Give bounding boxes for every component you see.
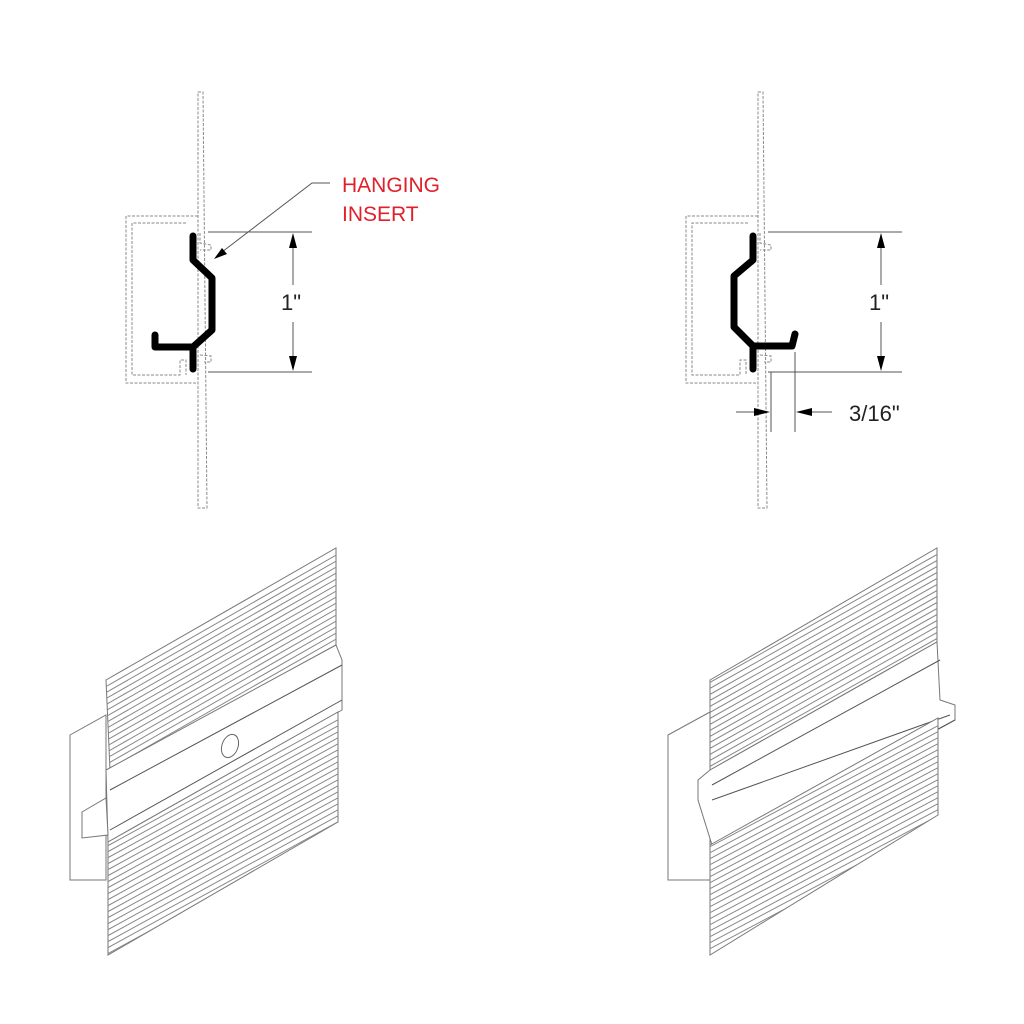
left-dim-height-label: 1" (281, 290, 301, 315)
left-iso-top-ribs (106, 549, 336, 770)
right-dimension-1in (768, 231, 902, 373)
left-section-profile (125, 91, 212, 509)
right-section-profile (685, 91, 772, 509)
right-dim-height-label: 1" (869, 290, 889, 315)
callout-hanging: HANGING (342, 174, 440, 197)
right-iso-bottom-ribs (710, 721, 938, 955)
right-isometric-view (667, 547, 956, 956)
right-dim-offset-label: 3/16" (849, 401, 900, 426)
right-iso-top-ribs (710, 549, 937, 770)
left-iso-bottom-ribs (108, 715, 338, 955)
left-dimension-1in (208, 231, 312, 373)
callout-insert: INSERT (342, 203, 419, 226)
right-dimension-3-16 (736, 352, 832, 432)
left-isometric-view (69, 547, 343, 956)
callout-leader (214, 182, 330, 259)
left-hanging-insert (151, 232, 216, 373)
right-hanging-insert (730, 232, 799, 373)
